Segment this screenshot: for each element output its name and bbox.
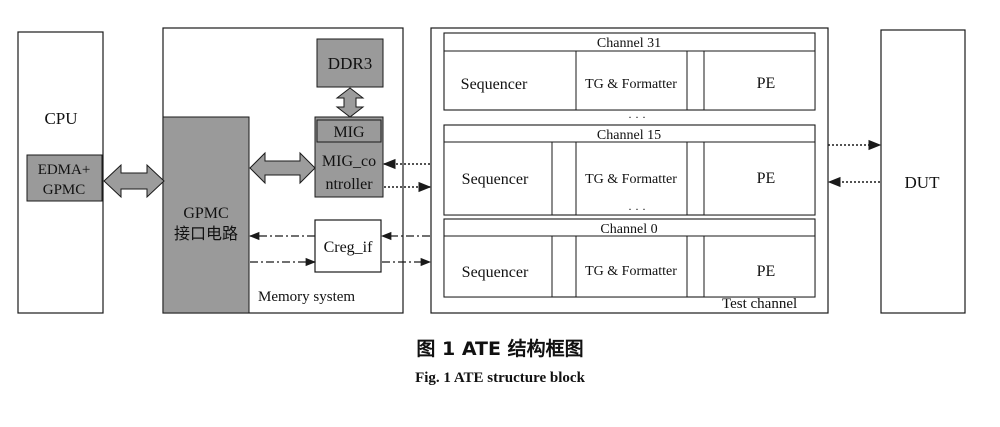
mig-label: MIG — [333, 124, 365, 141]
channel-31-tg-box — [575, 50, 688, 111]
gpmc-interface-block: GPMC 接口电路 — [162, 116, 250, 314]
channel-31-title: Channel 31 — [597, 36, 661, 51]
ddr3-block: DDR3 — [316, 38, 384, 88]
gpmc-short-label: GPMC — [43, 182, 86, 198]
mig-controller-label-2: ntroller — [325, 176, 373, 193]
channel-0-title: Channel 0 — [600, 222, 657, 237]
ellipsis-lower: · · · — [628, 202, 646, 216]
channel-31-group: Channel 31 Sequencer TG & Formatter PE — [443, 32, 816, 111]
channel-15-title: Channel 15 — [597, 128, 661, 143]
gpmc-mig-double-arrow — [249, 151, 316, 185]
channel-31-pe: PE — [757, 75, 776, 92]
channel-0-group: Channel 0 Sequencer TG & Formatter PE — [443, 218, 816, 298]
figure-caption-chinese: 图 1 ATE 结构框图 — [416, 338, 584, 360]
memory-system-label: Memory system — [258, 289, 355, 305]
figure-caption-english: Fig. 1 ATE structure block — [415, 370, 585, 386]
dut-label: DUT — [905, 173, 941, 192]
channel-15-pe: PE — [757, 170, 776, 187]
channel-15-tg-box — [575, 141, 688, 216]
ate-structure-diagram: CPU EDMA+ GPMC Memory system GPMC 接口电路 D… — [17, 27, 966, 314]
dut-block: DUT — [880, 29, 966, 314]
cpu-gpmc-double-arrow — [103, 163, 165, 199]
channel-31-tg-formatter: TG & Formatter — [585, 77, 677, 92]
mig-controller-label-1: MIG_co — [322, 153, 376, 170]
ddr3-label: DDR3 — [328, 54, 372, 73]
edma-gpmc-block: EDMA+ GPMC — [26, 154, 103, 202]
channel-0-tg-box — [575, 235, 688, 298]
channel-15-tg-formatter: TG & Formatter — [585, 172, 677, 187]
channel-15-group: Channel 15 Sequencer TG & Formatter PE — [443, 124, 816, 216]
mig-controller-block: MIG MIG_co ntroller — [314, 116, 384, 198]
channel-0-pe-box — [703, 235, 816, 298]
channel-15-sequencer-box — [443, 141, 553, 216]
cpu-label: CPU — [44, 109, 77, 128]
gpmc-interface-cn-label: 接口电路 — [174, 224, 238, 243]
ddr3-mig-double-arrow — [335, 87, 365, 118]
channel-0-pe: PE — [757, 263, 776, 280]
gpmc-interface-label: GPMC — [183, 205, 228, 222]
creg-if-block: Creg_if — [314, 219, 382, 273]
test-channel-label: Test channel — [722, 296, 797, 312]
channel-15-sequencer: Sequencer — [462, 171, 529, 188]
channel-0-sequencer-box — [443, 235, 553, 298]
channel-15-pe-box — [703, 141, 816, 216]
channel-0-tg-formatter: TG & Formatter — [585, 264, 677, 279]
channel-31-sequencer: Sequencer — [461, 76, 528, 93]
channel-0-sequencer: Sequencer — [462, 264, 529, 281]
channel-31-pe-box — [703, 50, 816, 111]
creg-if-label: Creg_if — [324, 239, 374, 256]
ellipsis-upper: · · · — [628, 110, 646, 124]
edma-label: EDMA+ — [38, 162, 91, 178]
